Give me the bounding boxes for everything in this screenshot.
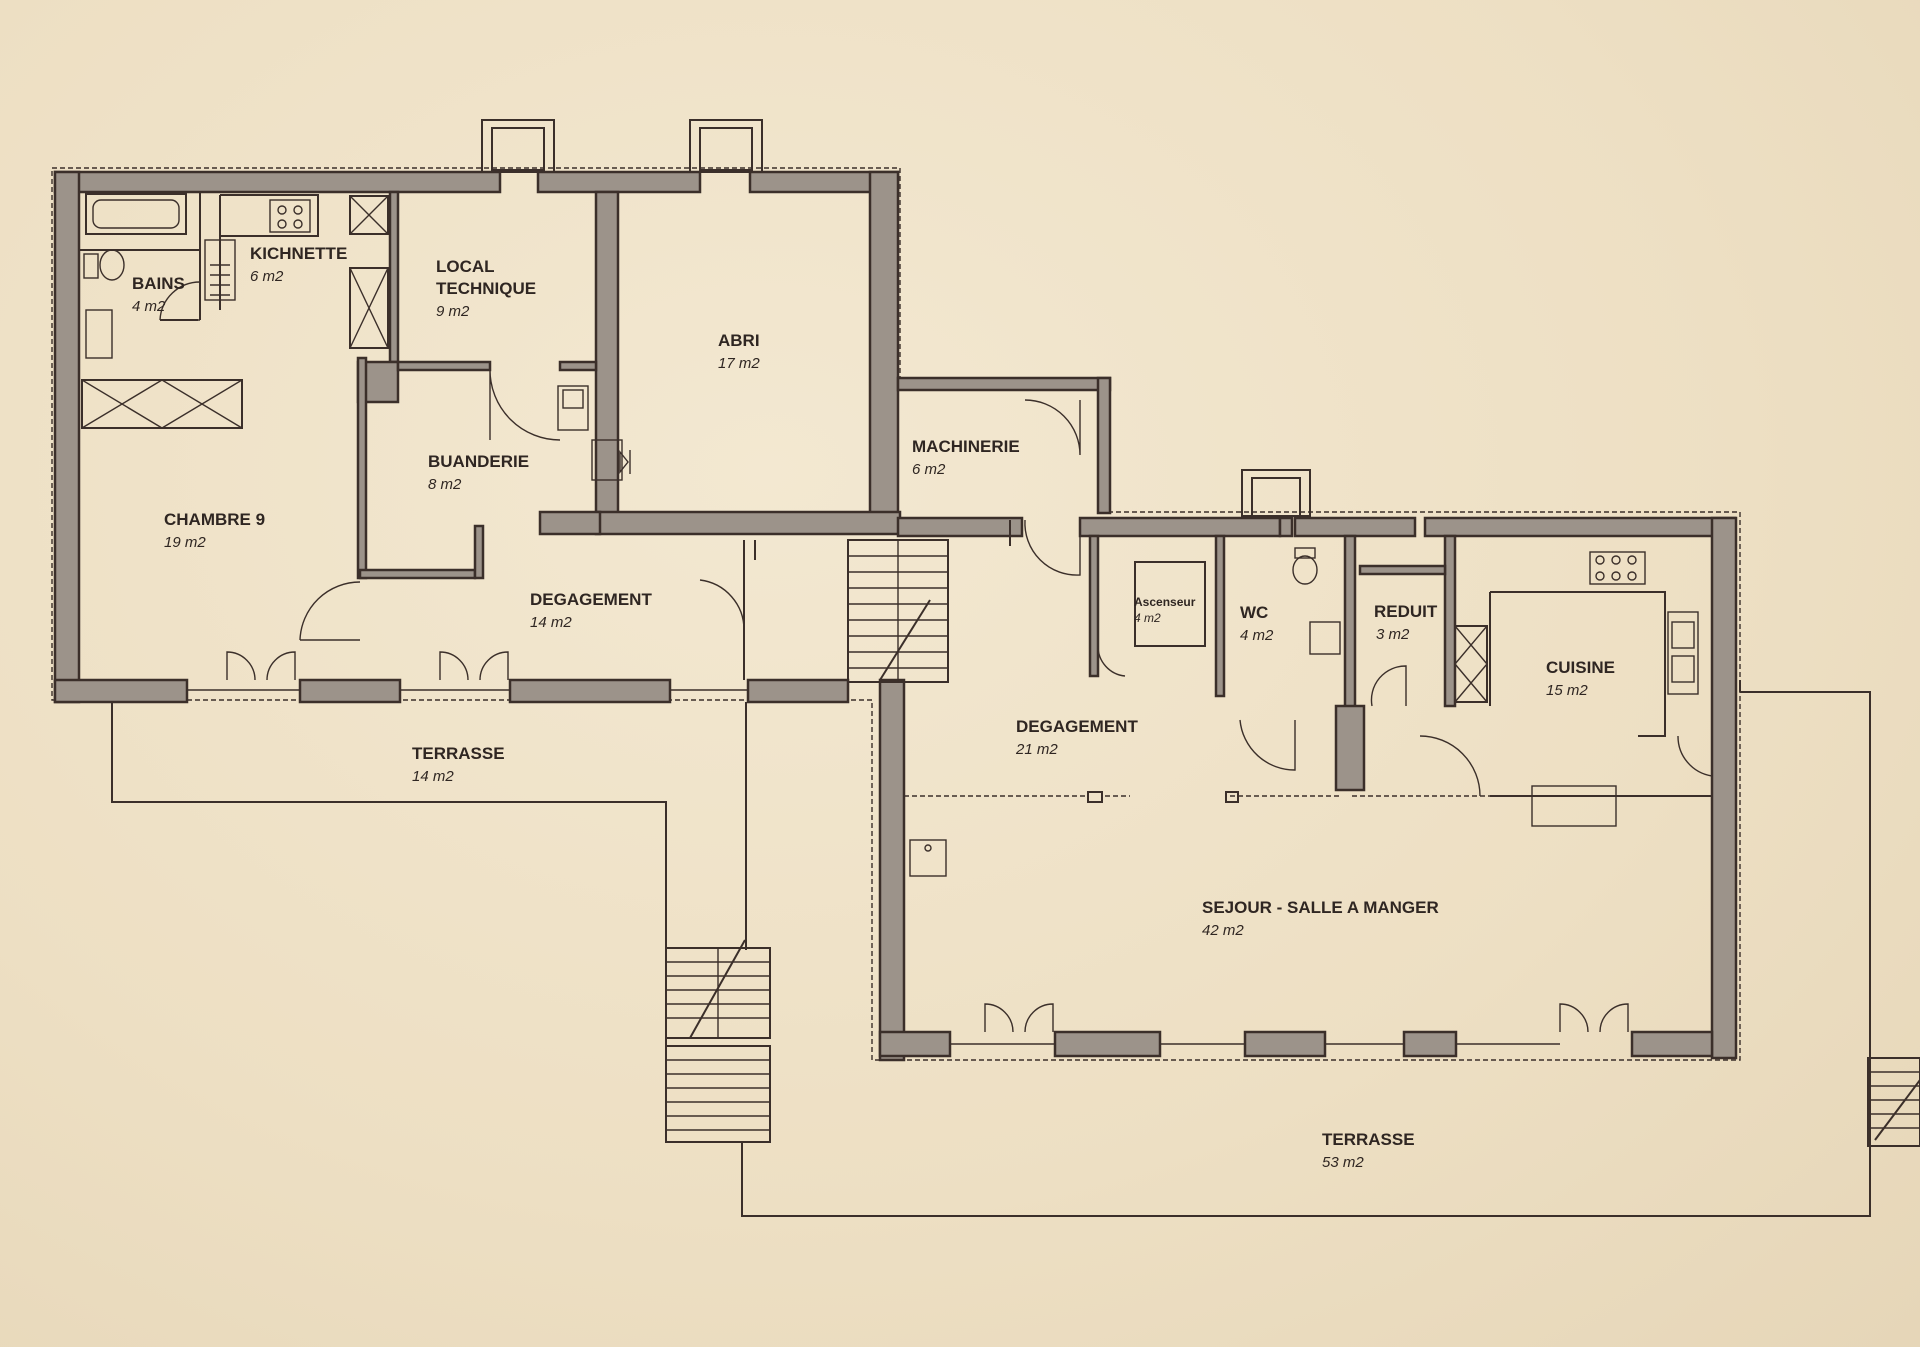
room-area-terrasse-14: 14 m2 — [412, 768, 454, 785]
chimney-middle — [689, 119, 763, 173]
room-name-chambre: CHAMBRE 9 — [164, 510, 265, 529]
room-area-kichnette: 6 m2 — [250, 268, 284, 285]
room-name-bains: BAINS — [132, 274, 185, 293]
walls-west-block — [53, 170, 1112, 704]
room-name-abri: ABRI — [718, 331, 760, 350]
room-area-local: 9 m2 — [436, 303, 470, 320]
room-labels: BAINS 4 m2 KICHNETTE 6 m2 LOCAL TECHNIQU… — [132, 244, 1615, 1171]
room-area-abri: 17 m2 — [718, 355, 760, 372]
room-name-degagement-14: DEGAGEMENT — [530, 590, 652, 609]
staircase-terrace — [665, 939, 771, 1143]
room-name-kichnette: KICHNETTE — [250, 244, 347, 263]
room-area-degagement-14: 14 m2 — [530, 614, 572, 631]
room-area-chambre: 19 m2 — [164, 534, 206, 551]
room-name-wc: WC — [1240, 603, 1268, 622]
room-name-local: LOCAL — [436, 257, 495, 276]
room-area-degagement-21: 21 m2 — [1015, 741, 1058, 758]
room-name-terrasse-53: TERRASSE — [1322, 1130, 1415, 1149]
interior-lines — [79, 192, 1712, 877]
room-name-cuisine: CUISINE — [1546, 658, 1615, 677]
room-area-wc: 4 m2 — [1240, 627, 1274, 644]
room-name-terrasse-14: TERRASSE — [412, 744, 505, 763]
room-name-technique: TECHNIQUE — [436, 279, 536, 298]
doors — [159, 281, 1713, 1045]
room-area-reduit: 3 m2 — [1376, 626, 1410, 643]
room-name-buanderie: BUANDERIE — [428, 452, 529, 471]
room-area-terrasse-53: 53 m2 — [1322, 1154, 1364, 1171]
room-area-buanderie: 8 m2 — [428, 476, 462, 493]
walls-east-block — [878, 516, 1738, 1062]
room-area-ascenseur: 4 m2 — [1134, 611, 1161, 625]
room-name-reduit: REDUIT — [1374, 602, 1438, 621]
room-area-cuisine: 15 m2 — [1546, 682, 1588, 699]
chimney-left — [481, 119, 555, 173]
chimney-right — [1241, 469, 1311, 517]
room-area-sejour: 42 m2 — [1202, 922, 1244, 939]
staircase-right — [1867, 1057, 1920, 1147]
room-name-ascenseur: Ascenseur — [1134, 595, 1196, 609]
room-name-degagement-21: DEGAGEMENT — [1016, 717, 1138, 736]
room-area-bains: 4 m2 — [132, 298, 166, 315]
terraces — [111, 680, 1871, 1217]
room-name-sejour: SEJOUR - SALLE A MANGER — [1202, 898, 1439, 917]
staircase-interior — [847, 539, 949, 683]
room-name-machinerie: MACHINERIE — [912, 437, 1020, 456]
room-area-machinerie: 6 m2 — [912, 461, 946, 478]
